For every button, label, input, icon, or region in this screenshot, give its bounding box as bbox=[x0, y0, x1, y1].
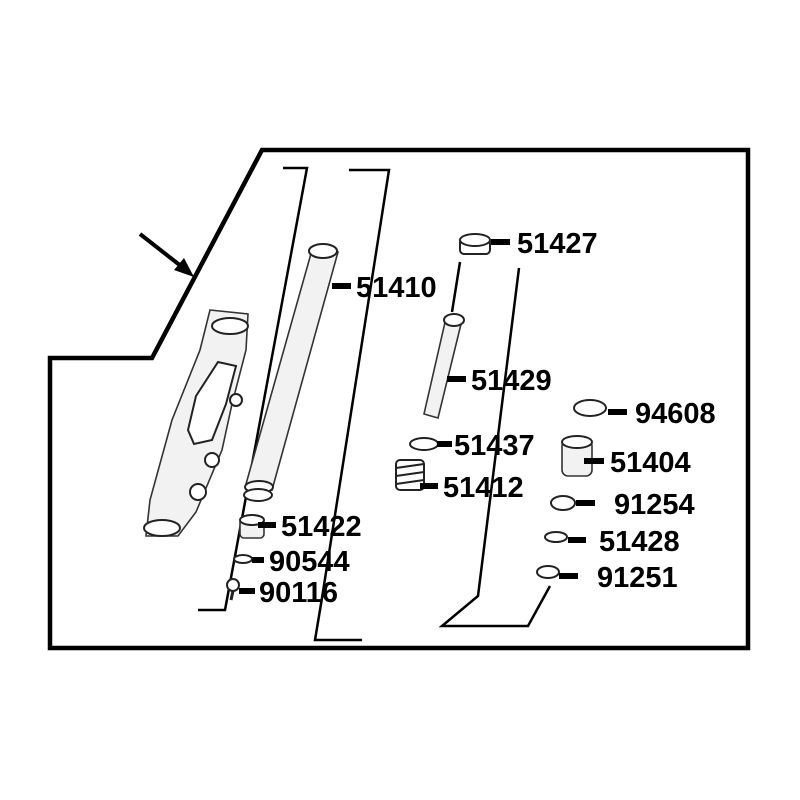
part-number-label: 51427 bbox=[517, 228, 598, 260]
part-number-label: 51429 bbox=[471, 365, 552, 397]
part-callout-51422[interactable]: 51422 bbox=[258, 511, 362, 543]
part-number-label: 90544 bbox=[269, 546, 350, 578]
part-number-label: 51422 bbox=[281, 511, 362, 543]
part-callout-91251[interactable]: 91251 bbox=[559, 562, 678, 594]
part-callout-51412[interactable]: 51412 bbox=[420, 472, 524, 504]
diagram-frame bbox=[47, 147, 751, 651]
part-callout-51404[interactable]: 51404 bbox=[584, 447, 691, 479]
part-callout-90116[interactable]: 90116 bbox=[239, 577, 338, 609]
part-number-label: 94608 bbox=[635, 398, 716, 430]
part-number-label: 91251 bbox=[597, 562, 678, 594]
part-number-label: 51428 bbox=[599, 526, 680, 558]
part-callout-51410[interactable]: 51410 bbox=[332, 272, 437, 304]
guide-lines bbox=[198, 166, 552, 642]
part-callout-90544[interactable]: 90544 bbox=[252, 546, 350, 578]
damper-rod-drawing bbox=[423, 313, 465, 419]
part-number-label: 51404 bbox=[610, 447, 691, 479]
arrow-icon bbox=[138, 232, 194, 277]
part-callout-94608[interactable]: 94608 bbox=[608, 398, 716, 430]
part-callout-91254[interactable]: 91254 bbox=[576, 489, 695, 521]
fork-slider-drawing bbox=[143, 309, 249, 537]
part-callout-51428[interactable]: 51428 bbox=[568, 526, 680, 558]
part-number-label: 51437 bbox=[454, 430, 535, 462]
part-number-label: 91254 bbox=[614, 489, 695, 521]
part-callout-51427[interactable]: 51427 bbox=[491, 228, 598, 260]
fork-tube-drawing bbox=[243, 243, 340, 502]
part-number-label: 90116 bbox=[259, 577, 338, 609]
part-number-label: 51412 bbox=[443, 472, 524, 504]
part-callout-51429[interactable]: 51429 bbox=[447, 365, 552, 397]
small-parts-drawing bbox=[226, 233, 607, 601]
part-callout-51437[interactable]: 51437 bbox=[437, 430, 535, 462]
part-number-label: 51410 bbox=[356, 272, 437, 304]
